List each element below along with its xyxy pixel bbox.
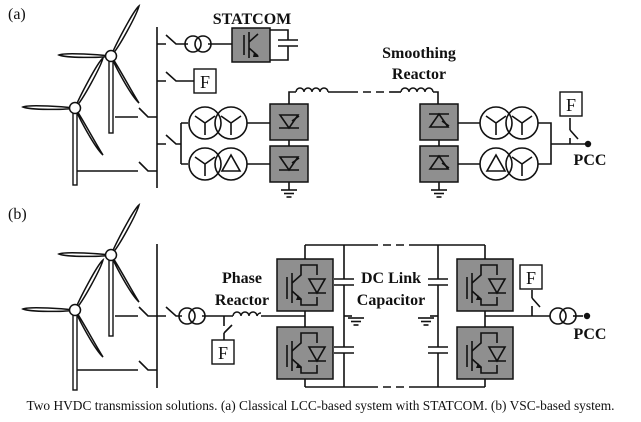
- transformer-wye-delta-left-icon: [188, 147, 222, 181]
- switch-converter-b: [157, 306, 182, 317]
- filter-box-a: [193, 68, 217, 94]
- figure-caption: Two HVDC transmission solutions. (a) Cla…: [26, 398, 615, 413]
- dc-link-label-1: DC Link: [361, 270, 421, 287]
- switch-turbine-1: [138, 306, 157, 317]
- filter-label-b-left: F: [218, 343, 228, 363]
- inverter-valve-lower: [419, 145, 459, 183]
- phase-reactor: [232, 311, 262, 317]
- vsc-left-upper-cell: [276, 258, 334, 312]
- phase-reactor-label-2: Reactor: [215, 292, 269, 309]
- smoothing-reactor-label-2: Reactor: [392, 66, 446, 83]
- switch-filter-b-left: [223, 316, 233, 334]
- dc-capacitor-right-upper: [427, 278, 449, 286]
- filter-label-b-right: F: [526, 268, 536, 288]
- wind-turbine-rear: [58, 204, 140, 337]
- vsc-left-lower-cell: [276, 326, 334, 380]
- panel-a-label: (a): [8, 6, 26, 23]
- statcom-transformer-icon: [184, 35, 212, 53]
- switch-converter-a: [157, 123, 182, 164]
- switch-statcom: [157, 34, 188, 45]
- ground-icon: [280, 189, 298, 198]
- wind-turbine-front: [22, 259, 104, 391]
- filter-label-a: F: [200, 72, 210, 92]
- ground-icon: [430, 189, 448, 198]
- vsc-right-upper-cell: [456, 258, 514, 312]
- switch-turbine-2: [138, 161, 157, 172]
- ground-icon: [417, 317, 435, 326]
- statcom-converter: [231, 27, 271, 63]
- statcom-capacitor: [270, 29, 298, 61]
- switch-filter-a-right: [569, 129, 579, 144]
- switch-turbine-1: [138, 107, 157, 118]
- statcom-label: STATCOM: [213, 11, 292, 28]
- inverter-valve-upper: [419, 103, 459, 141]
- transformer-b-left-icon: [178, 307, 206, 325]
- pcc-node-a: [584, 140, 592, 148]
- wind-turbine-front: [22, 57, 104, 186]
- dc-capacitor-right-lower: [427, 346, 449, 354]
- panel-b-label: (b): [8, 206, 27, 223]
- transformer-b-right-icon: [549, 307, 577, 325]
- dc-capacitor-left-lower: [333, 346, 355, 354]
- rectifier-valve-lower: [269, 145, 309, 183]
- filter-box-b-left: [211, 339, 235, 365]
- smoothing-reactor-label-1: Smoothing: [382, 45, 456, 62]
- pcc-label-a: PCC: [574, 152, 607, 169]
- vsc-right-lower-cell: [456, 326, 514, 380]
- pcc-node-b: [583, 312, 591, 320]
- ground-icon: [347, 317, 365, 326]
- panel-b: (b) Phase Reactor F: [8, 204, 607, 391]
- pcc-label-b: PCC: [574, 326, 607, 343]
- wind-turbine-rear: [58, 5, 140, 134]
- rectifier-valve-upper: [269, 103, 309, 141]
- switch-filter-a: [157, 71, 194, 82]
- switch-turbine-2: [138, 360, 157, 371]
- dc-capacitor-left-upper: [333, 278, 355, 286]
- transformer-wye-wye-left-icon: [188, 106, 222, 140]
- smoothing-reactor-right: [400, 87, 434, 93]
- switch-filter-b-right: [531, 297, 541, 316]
- hvdc-diagram: (a) STATCOM F: [8, 5, 607, 391]
- transformer-delta-wye-right-icon: [479, 147, 513, 181]
- filter-label-a-right: F: [566, 95, 576, 115]
- panel-a: (a) STATCOM F: [8, 5, 607, 198]
- dc-link-label-2: Capacitor: [357, 292, 425, 309]
- filter-box-a-right: [559, 91, 583, 117]
- filter-box-b-right: [519, 264, 543, 290]
- transformer-wye-wye-right-icon: [479, 106, 513, 140]
- phase-reactor-label-1: Phase: [222, 270, 262, 287]
- smoothing-reactor-left: [295, 87, 329, 93]
